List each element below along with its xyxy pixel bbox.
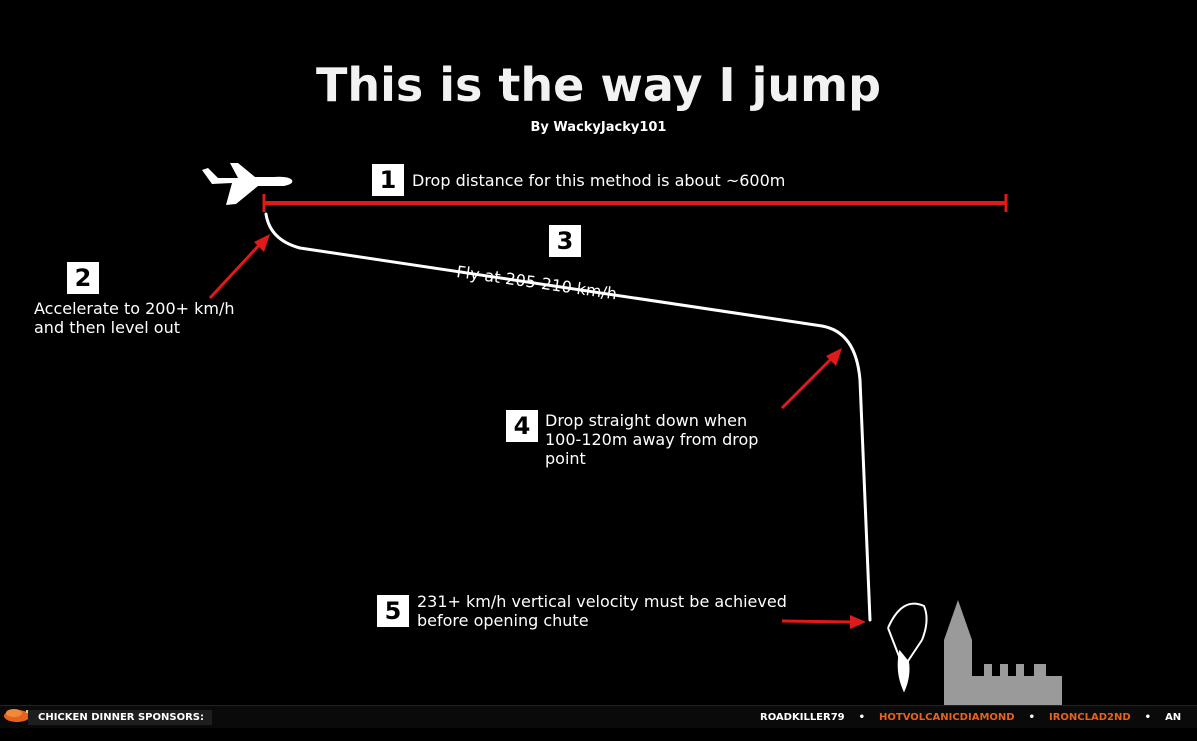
sponsor-names: ROADKILLER79 • HOTVOLCANICDIAMOND • IRONCLAD… <box>760 710 1195 725</box>
castle-icon <box>944 600 1062 708</box>
parachutist-icon <box>887 602 928 693</box>
sponsor-name: HOTVOLCANICDIAMOND <box>879 712 1015 723</box>
sponsor-name: ROADKILLER79 <box>760 712 845 723</box>
drop-distance-line <box>262 194 1008 212</box>
arrow-step2 <box>208 234 270 300</box>
sponsor-label: CHICKEN DINNER SPONSORS: <box>28 710 212 725</box>
step-2-badge: 2 <box>67 262 99 294</box>
step-1-badge: 1 <box>372 164 404 196</box>
page-title: This is the way I jump <box>315 58 882 112</box>
step-4-text: Drop straight down when 100-120m away fr… <box>545 411 759 468</box>
arrow-step5 <box>781 615 866 629</box>
step-5-text: 231+ km/h vertical velocity must be achi… <box>417 592 787 630</box>
sponsor-name: IRONCLAD2ND <box>1048 712 1131 723</box>
step-1-text: Drop distance for this method is about ~… <box>412 171 786 190</box>
sponsor-name: AN <box>1165 712 1182 723</box>
step-3-badge: 3 <box>549 225 581 257</box>
ticker-separator: • <box>1028 712 1035 723</box>
ticker-separator: • <box>858 712 866 723</box>
step-5-badge: 5 <box>377 595 409 627</box>
flight-path <box>264 212 872 622</box>
author-credit: By WackyJacky101 <box>530 120 667 135</box>
airplane-icon <box>202 163 293 205</box>
ticker-separator: • <box>1144 712 1152 723</box>
sponsor-ticker: CHICKEN DINNER SPONSORS: ROADKILLER79 • HO… <box>0 705 1197 728</box>
step-2-text: Accelerate to 200+ km/h and then level o… <box>34 299 235 337</box>
step-4-badge: 4 <box>506 410 538 442</box>
arrow-step4 <box>780 348 842 410</box>
